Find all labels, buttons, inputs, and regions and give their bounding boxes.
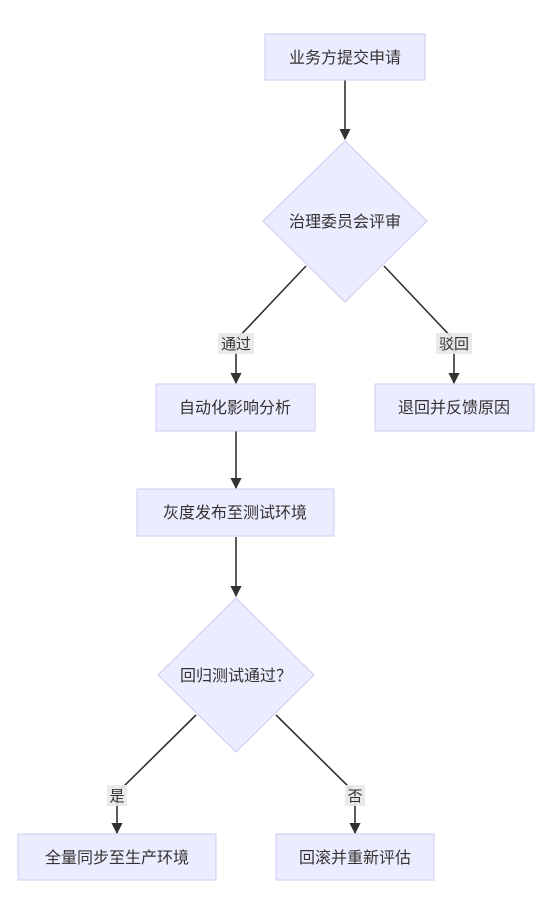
node-submit-label: 业务方提交申请 [289, 48, 401, 67]
node-impact-analysis[interactable]: 自动化影响分析 [155, 383, 316, 432]
edge-review-reject [383, 265, 460, 385]
edge-regression-rollback [275, 714, 361, 835]
node-review-decision[interactable]: 治理委员会评审 [262, 140, 428, 303]
node-rollback[interactable]: 回滚并重新评估 [275, 833, 435, 881]
node-gray-release[interactable]: 灰度发布至测试环境 [136, 488, 335, 537]
edge-regression-fullsync [111, 714, 197, 835]
edge-label-no: 否 [345, 785, 365, 806]
edge-label-yes-text: 是 [109, 787, 124, 805]
edge-review-impact [230, 265, 307, 385]
edge-label-reject-text: 驳回 [439, 335, 469, 353]
edge-label-no-text: 否 [347, 787, 362, 805]
node-rollback-label: 回滚并重新评估 [299, 848, 411, 867]
node-review-label: 治理委员会评审 [289, 212, 401, 231]
node-regression-label: 回归测试通过？ [180, 666, 292, 685]
node-gray-label: 灰度发布至测试环境 [163, 503, 307, 522]
edge-label-yes: 是 [107, 785, 127, 806]
edge-label-reject: 驳回 [436, 333, 472, 354]
node-reject-label: 退回并反馈原因 [398, 398, 510, 417]
node-full-sync[interactable]: 全量同步至生产环境 [17, 833, 217, 881]
node-regression-decision[interactable]: 回归测试通过？ [157, 597, 315, 753]
node-full-sync-label: 全量同步至生产环境 [45, 848, 189, 867]
edge-label-pass-text: 通过 [221, 335, 251, 353]
node-submit[interactable]: 业务方提交申请 [264, 33, 426, 81]
node-reject-feedback[interactable]: 退回并反馈原因 [374, 383, 535, 432]
node-impact-label: 自动化影响分析 [179, 398, 291, 417]
edge-label-pass: 通过 [218, 333, 254, 354]
